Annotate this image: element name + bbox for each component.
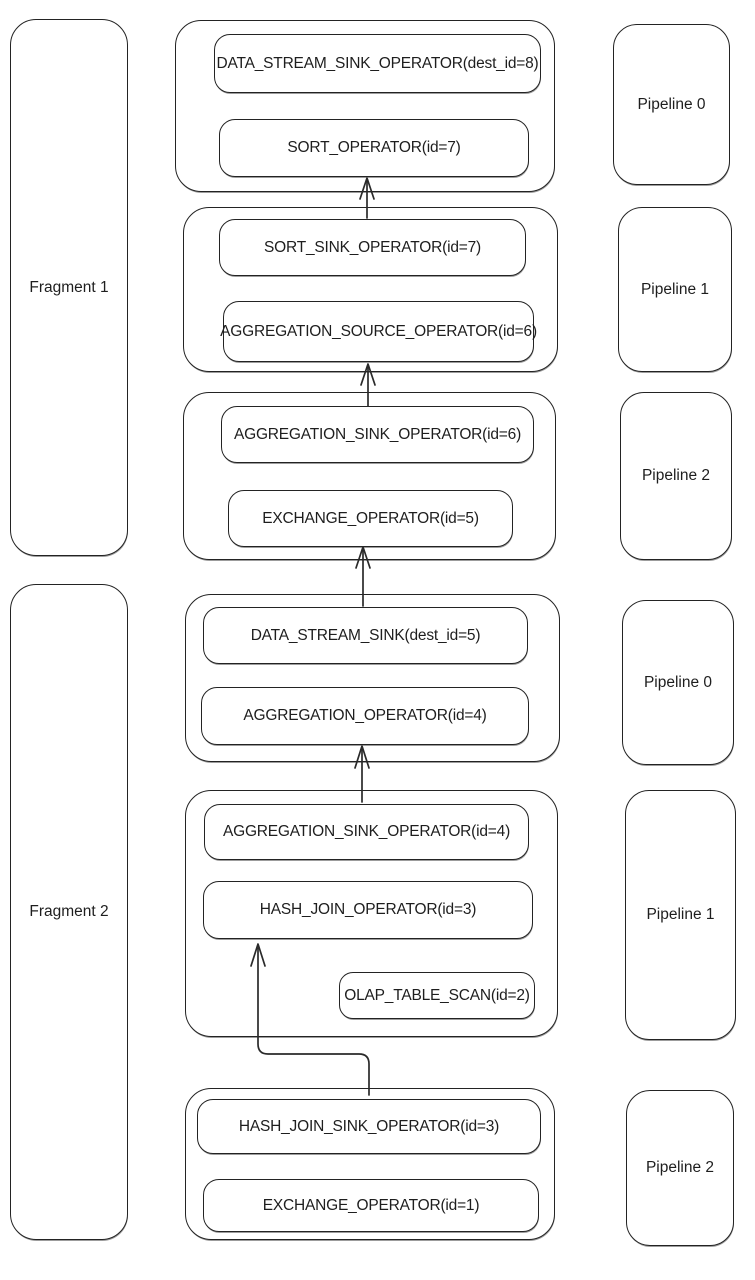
group-fragment1-pipeline1: SORT_SINK_OPERATOR(id=7) AGGREGATION_SOU…	[183, 207, 558, 372]
operator-olap-table-scan-2: OLAP_TABLE_SCAN(id=2)	[339, 972, 535, 1019]
group-fragment1-pipeline0: DATA_STREAM_SINK_OPERATOR(dest_id=8) SOR…	[175, 20, 555, 192]
operator-label: AGGREGATION_SINK_OPERATOR(id=6)	[233, 425, 522, 443]
pipeline-box-f1-1: Pipeline 1	[618, 207, 732, 372]
fragment-2-label: Fragment 2	[29, 903, 109, 920]
pipeline-box-f2-1: Pipeline 1	[625, 790, 736, 1040]
operator-sort-sink-operator-7: SORT_SINK_OPERATOR(id=7)	[219, 219, 526, 276]
operator-aggregation-source-operator-6: AGGREGATION_SOURCE_OPERATOR(id=6)	[220, 301, 537, 362]
operator-label: DATA_STREAM_SINK_OPERATOR(dest_id=8)	[216, 54, 539, 72]
fragment-1-label: Fragment 1	[29, 278, 109, 296]
operator-label: SORT_SINK_OPERATOR(id=7)	[263, 238, 481, 256]
pipeline-box-f1-0: Pipeline 0	[613, 24, 730, 185]
operator-label: DATA_STREAM_SINK(dest_id=5)	[250, 626, 481, 644]
operator-label: EXCHANGE_OPERATOR(id=5)	[262, 509, 479, 527]
operator-aggregation-sink-operator-4: AGGREGATION_SINK_OPERATOR(id=4)	[204, 804, 529, 860]
operator-label: AGGREGATION_SOURCE_OPERATOR(id=6)	[220, 322, 537, 340]
pipeline-box-f2-2: Pipeline 2	[626, 1090, 734, 1246]
operator-aggregation-operator-4: AGGREGATION_OPERATOR(id=4)	[201, 687, 529, 745]
pipeline-label: Pipeline 1	[640, 280, 710, 298]
operator-hash-join-operator-3: HASH_JOIN_OPERATOR(id=3)	[203, 881, 533, 939]
pipeline-label: Pipeline 0	[643, 673, 713, 691]
operator-label: HASH_JOIN_SINK_OPERATOR(id=3)	[238, 1117, 500, 1135]
fragment-2-box: Fragment 2	[10, 584, 128, 1240]
pipeline-label: Pipeline 2	[641, 467, 711, 484]
fragment-1-box: Fragment 1	[10, 19, 128, 556]
operator-label: SORT_OPERATOR(id=7)	[287, 139, 461, 157]
operator-label: AGGREGATION_SINK_OPERATOR(id=4)	[222, 823, 511, 841]
pipeline-box-f1-2: Pipeline 2	[620, 392, 732, 560]
operator-exchange-operator-5: EXCHANGE_OPERATOR(id=5)	[228, 490, 513, 547]
pipeline-label: Pipeline 2	[645, 1159, 715, 1176]
operator-aggregation-sink-operator-6: AGGREGATION_SINK_OPERATOR(id=6)	[221, 406, 534, 463]
group-fragment2-pipeline2: HASH_JOIN_SINK_OPERATOR(id=3) EXCHANGE_O…	[185, 1088, 555, 1240]
operator-sort-operator-7: SORT_OPERATOR(id=7)	[219, 119, 529, 177]
operator-hash-join-sink-operator-3: HASH_JOIN_SINK_OPERATOR(id=3)	[197, 1099, 541, 1154]
operator-label: AGGREGATION_OPERATOR(id=4)	[243, 707, 487, 725]
operator-data-stream-sink-5: DATA_STREAM_SINK(dest_id=5)	[203, 607, 528, 664]
group-fragment2-pipeline0: DATA_STREAM_SINK(dest_id=5) AGGREGATION_…	[185, 594, 560, 762]
pipeline-label: Pipeline 0	[637, 95, 706, 113]
pipeline-label: Pipeline 1	[646, 906, 715, 923]
operator-label: HASH_JOIN_OPERATOR(id=3)	[259, 901, 477, 919]
operator-label: EXCHANGE_OPERATOR(id=1)	[262, 1196, 480, 1214]
group-fragment1-pipeline2: AGGREGATION_SINK_OPERATOR(id=6) EXCHANGE…	[183, 392, 556, 560]
operator-exchange-operator-1: EXCHANGE_OPERATOR(id=1)	[203, 1179, 539, 1232]
pipeline-box-f2-0: Pipeline 0	[622, 600, 734, 765]
operator-data-stream-sink-operator-8: DATA_STREAM_SINK_OPERATOR(dest_id=8)	[214, 34, 541, 93]
operator-label: OLAP_TABLE_SCAN(id=2)	[344, 986, 530, 1004]
group-fragment2-pipeline1: AGGREGATION_SINK_OPERATOR(id=4) HASH_JOI…	[185, 790, 558, 1037]
